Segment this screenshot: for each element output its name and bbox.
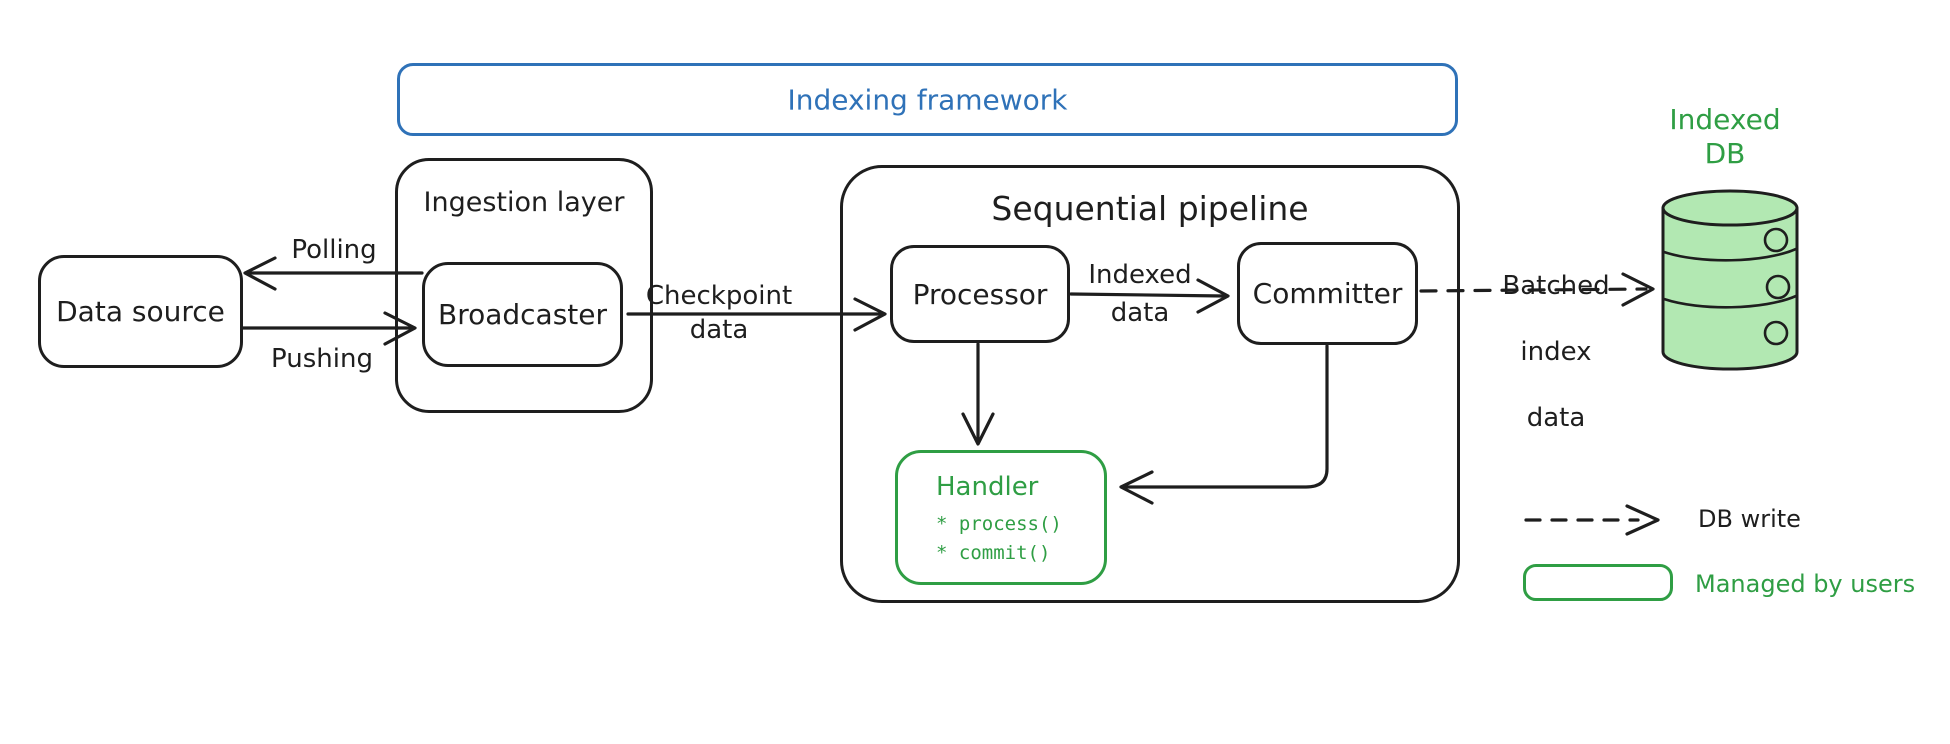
broadcaster-node: Broadcaster [422, 262, 623, 367]
handler-node: Handler * process() * commit() [895, 450, 1107, 585]
indexed-data-edge-label: Indexed data [1088, 260, 1192, 328]
pushing-arrow [241, 311, 417, 346]
indexed-db-label: Indexed DB [1669, 103, 1781, 170]
legend-managed-by-users-box [1523, 564, 1673, 601]
committer-label: Committer [1252, 277, 1403, 310]
processor-label: Processor [912, 277, 1048, 311]
handler-method-process: * process() [936, 513, 1062, 535]
handler-title: Handler [936, 472, 1039, 502]
polling-edge-label: Polling [291, 235, 377, 265]
checkpoint-data-edge-label: Checkpoint data [645, 281, 793, 345]
handler-method-commit: * commit() [936, 542, 1051, 564]
legend-db-write-label: DB write [1698, 505, 1801, 533]
broadcaster-label: Broadcaster [437, 298, 608, 331]
batched-line-1: Batched [1502, 271, 1610, 301]
batched-line-3: data [1526, 403, 1586, 433]
batched-index-data-edge-label: Batched index data [1502, 237, 1609, 468]
legend-managed-by-users-label: Managed by users [1695, 570, 1916, 598]
legend-db-write-arrow [1524, 504, 1660, 536]
sequential-pipeline-group: Sequential pipeline [840, 165, 1460, 603]
ingestion-layer-label: Ingestion layer [423, 187, 625, 218]
pushing-edge-label: Pushing [271, 344, 373, 374]
indexing-framework-label: Indexing framework [787, 83, 1068, 116]
committer-node: Committer [1237, 242, 1418, 345]
sequential-pipeline-label: Sequential pipeline [991, 189, 1309, 228]
database-icon [1661, 189, 1799, 371]
data-source-label: Data source [56, 295, 225, 328]
batched-line-2: index [1512, 336, 1600, 369]
data-source-node: Data source [38, 255, 243, 368]
ingestion-layer-group: Ingestion layer [395, 158, 653, 413]
indexing-framework-frame: Indexing framework [397, 63, 1458, 136]
processor-node: Processor [890, 245, 1070, 343]
